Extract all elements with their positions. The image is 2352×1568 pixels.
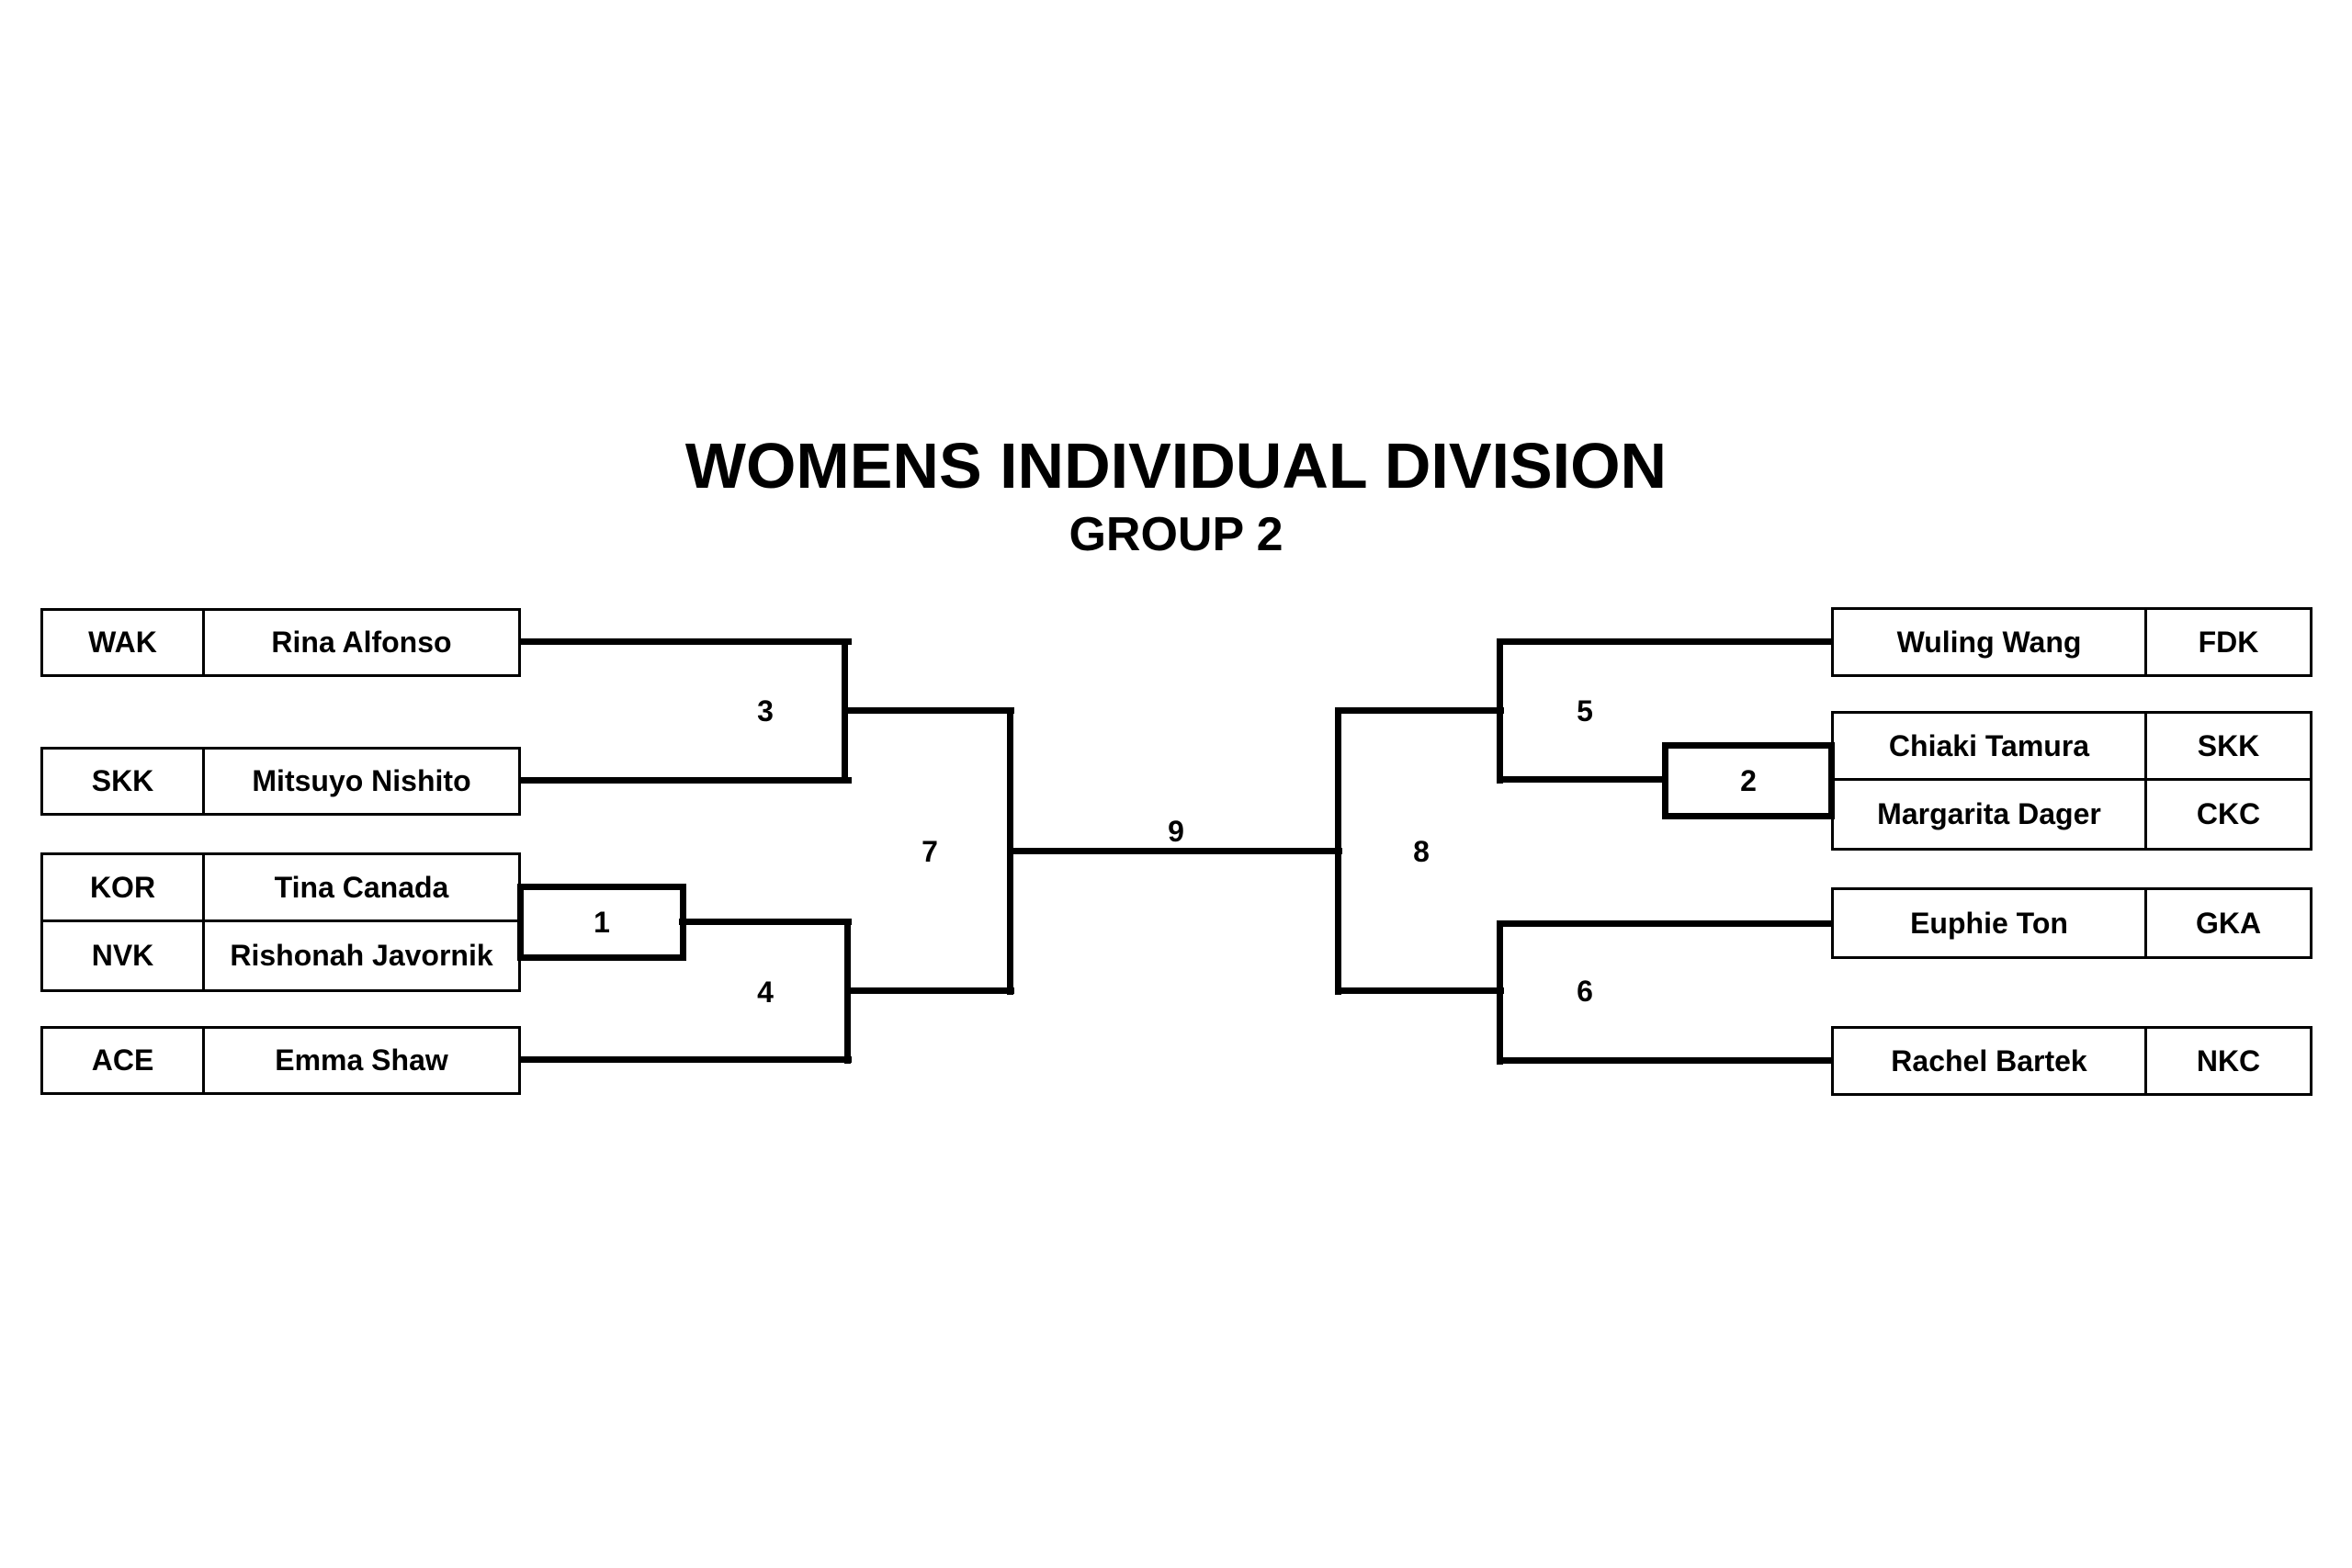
- entrant-abbr: SKK: [43, 750, 205, 813]
- entrant-abbr: FDK: [2198, 625, 2259, 659]
- entrant-name: Chiaki Tamura: [1834, 714, 2147, 778]
- match2-label: 2: [1740, 764, 1757, 797]
- entrant-box-wak-rina-alfonso: WAK Rina Alfonso: [40, 608, 521, 677]
- match4-output-connector: [844, 987, 1014, 994]
- match6-label: 6: [1577, 975, 1593, 1008]
- match5-output-connector: [1335, 707, 1504, 714]
- page-title: WOMENS INDIVIDUAL DIVISION: [684, 430, 1668, 502]
- match8-label: 8: [1413, 835, 1430, 868]
- match1-box: [517, 884, 686, 961]
- match3-label: 3: [757, 694, 774, 728]
- match3-output-connector: [842, 707, 1014, 714]
- match4-label: 4: [757, 976, 774, 1009]
- entrant-box-nvk-rishonah-javornik: NVK Rishonah Javornik: [40, 919, 521, 992]
- entrant-name: Rishonah Javornik: [230, 939, 493, 972]
- page-subtitle: GROUP 2: [1069, 508, 1283, 561]
- match5-join-line: [1497, 638, 1503, 784]
- entrant-box-ace-emma-shaw: ACE Emma Shaw: [40, 1026, 521, 1095]
- match2-output-connector: [1497, 776, 1669, 783]
- match4-bottom-connector: [521, 1056, 852, 1063]
- entrant-box-skk-mitsuyo-nishito: SKK Mitsuyo Nishito: [40, 747, 521, 816]
- match6-join-line: [1497, 920, 1503, 1065]
- entrant-name: Margarita Dager: [1834, 781, 2147, 848]
- entrant-box-wuling-wang-fdk: Wuling Wang FDK: [1831, 607, 2312, 677]
- entrant-abbr: NKC: [2196, 1043, 2261, 1077]
- entrant-name: Emma Shaw: [275, 1043, 448, 1077]
- entrant-box-chiaki-tamura-skk: Chiaki Tamura SKK: [1831, 711, 2312, 781]
- entrant-name: Euphie Ton: [1834, 890, 2147, 956]
- match6-top-connector: [1497, 920, 1831, 927]
- match6-bottom-connector: [1497, 1057, 1831, 1064]
- entrant-box-rachel-bartek-nkc: Rachel Bartek NKC: [1831, 1026, 2312, 1096]
- entrant-name: Tina Canada: [274, 870, 449, 904]
- entrant-abbr: KOR: [43, 855, 205, 919]
- match1-label: 1: [594, 906, 610, 939]
- entrant-box-margarita-dager-ckc: Margarita Dager CKC: [1831, 778, 2312, 851]
- entrant-abbr: SKK: [2197, 728, 2260, 762]
- entrant-name: Mitsuyo Nishito: [252, 764, 471, 797]
- entrant-name: Wuling Wang: [1834, 610, 2147, 674]
- entrant-abbr: ACE: [43, 1029, 205, 1092]
- match7-label: 7: [922, 835, 938, 868]
- entrant-abbr: GKA: [2195, 906, 2262, 940]
- match5-top-connector: [1497, 638, 1831, 645]
- match9-final-connector: [1007, 848, 1342, 854]
- match3-top-connector: [521, 638, 852, 645]
- entrant-name: Rina Alfonso: [271, 626, 452, 659]
- entrant-abbr: WAK: [43, 611, 205, 674]
- entrant-name: Rachel Bartek: [1834, 1029, 2147, 1093]
- entrant-box-euphie-ton-gka: Euphie Ton GKA: [1831, 887, 2312, 959]
- match8-join-line: [1335, 707, 1341, 995]
- match9-label: 9: [1168, 815, 1184, 848]
- match2-box: [1662, 742, 1835, 819]
- entrant-abbr: NVK: [43, 922, 205, 989]
- match5-label: 5: [1577, 694, 1593, 728]
- match6-output-connector: [1335, 987, 1504, 994]
- match3-bottom-connector: [521, 777, 852, 784]
- entrant-box-kor-tina-canada: KOR Tina Canada: [40, 852, 521, 922]
- entrant-abbr: CKC: [2196, 797, 2261, 830]
- match1-output-connector: [679, 919, 852, 925]
